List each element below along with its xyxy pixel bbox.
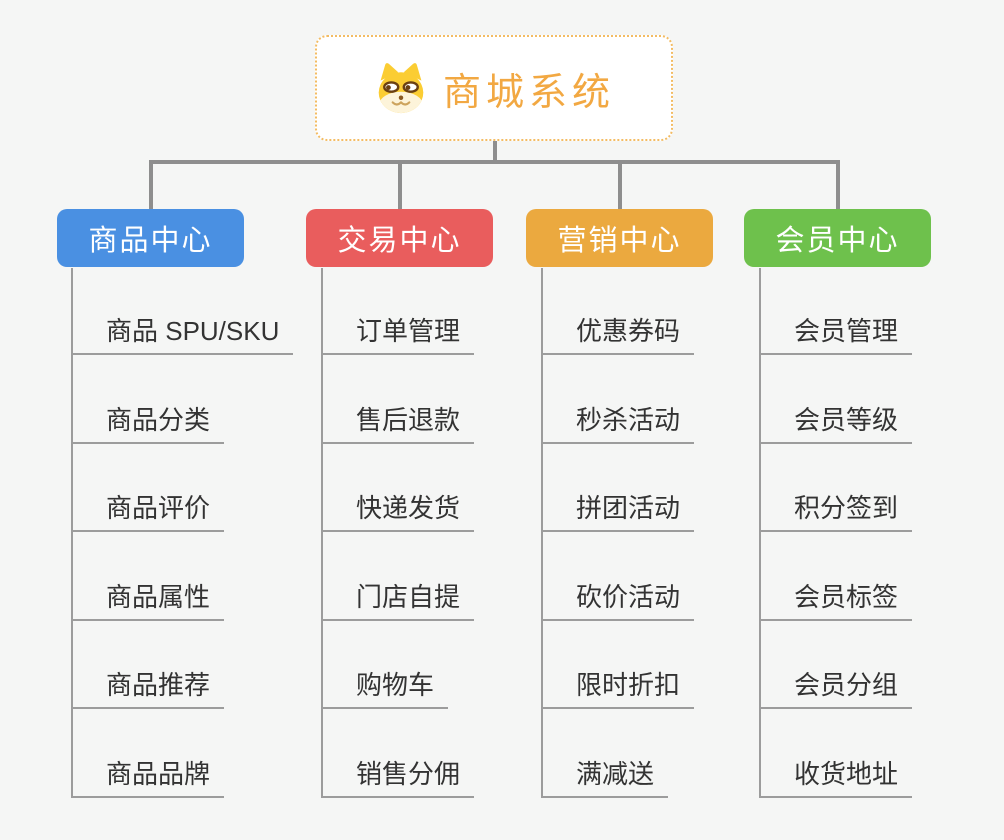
branch-column-trade: 订单管理 售后退款 快递发货 门店自提 购物车 销售分佣 bbox=[321, 268, 475, 798]
leaf-item[interactable]: 会员标签 bbox=[759, 581, 913, 621]
leaf-item[interactable]: 拼团活动 bbox=[541, 492, 695, 532]
connector-drop-trade bbox=[398, 160, 402, 209]
connector-root-stem bbox=[493, 139, 497, 164]
connector-drop-member bbox=[836, 160, 840, 209]
leaf-item[interactable]: 售后退款 bbox=[321, 404, 475, 444]
leaf-item[interactable]: 限时折扣 bbox=[541, 669, 695, 709]
leaf-item[interactable]: 满减送 bbox=[541, 758, 669, 798]
branch-label: 商品中心 bbox=[88, 225, 213, 257]
branch-node-marketing-center[interactable]: 营销中心 bbox=[526, 209, 713, 267]
leaf-item[interactable]: 销售分佣 bbox=[321, 758, 475, 798]
branch-label: 交易中心 bbox=[337, 225, 462, 257]
branch-column-member: 会员管理 会员等级 积分签到 会员标签 会员分组 收货地址 bbox=[759, 268, 913, 798]
root-node[interactable]: 商城系统 bbox=[315, 35, 673, 141]
shiba-dog-icon bbox=[378, 63, 424, 114]
leaf-item[interactable]: 商品评价 bbox=[71, 492, 225, 532]
leaf-item[interactable]: 商品分类 bbox=[71, 404, 225, 444]
leaf-item[interactable]: 商品品牌 bbox=[71, 758, 225, 798]
branch-column-product: 商品 SPU/SKU 商品分类 商品评价 商品属性 商品推荐 商品品牌 bbox=[71, 268, 294, 798]
leaf-item[interactable]: 会员管理 bbox=[759, 315, 913, 355]
branch-column-marketing: 优惠券码 秒杀活动 拼团活动 砍价活动 限时折扣 满减送 bbox=[541, 268, 695, 798]
connector-bus bbox=[149, 160, 840, 164]
branch-node-product-center[interactable]: 商品中心 bbox=[57, 209, 244, 267]
leaf-item[interactable]: 快递发货 bbox=[321, 492, 475, 532]
root-title: 商城系统 bbox=[442, 71, 615, 114]
leaf-item[interactable]: 购物车 bbox=[321, 669, 449, 709]
leaf-item[interactable]: 商品推荐 bbox=[71, 669, 225, 709]
leaf-item[interactable]: 收货地址 bbox=[759, 758, 913, 798]
leaf-item[interactable]: 秒杀活动 bbox=[541, 404, 695, 444]
branch-label: 营销中心 bbox=[557, 225, 682, 257]
leaf-item[interactable]: 优惠券码 bbox=[541, 315, 695, 355]
connector-drop-marketing bbox=[618, 160, 622, 209]
branch-node-member-center[interactable]: 会员中心 bbox=[744, 209, 931, 267]
connector-drop-product bbox=[149, 160, 153, 209]
leaf-item[interactable]: 商品 SPU/SKU bbox=[71, 315, 294, 355]
leaf-item[interactable]: 会员等级 bbox=[759, 404, 913, 444]
branch-node-trade-center[interactable]: 交易中心 bbox=[306, 209, 493, 267]
leaf-item[interactable]: 门店自提 bbox=[321, 581, 475, 621]
leaf-item[interactable]: 订单管理 bbox=[321, 315, 475, 355]
leaf-item[interactable]: 积分签到 bbox=[759, 492, 913, 532]
leaf-item[interactable]: 会员分组 bbox=[759, 669, 913, 709]
leaf-item[interactable]: 商品属性 bbox=[71, 581, 225, 621]
branch-label: 会员中心 bbox=[775, 225, 900, 257]
leaf-item[interactable]: 砍价活动 bbox=[541, 581, 695, 621]
